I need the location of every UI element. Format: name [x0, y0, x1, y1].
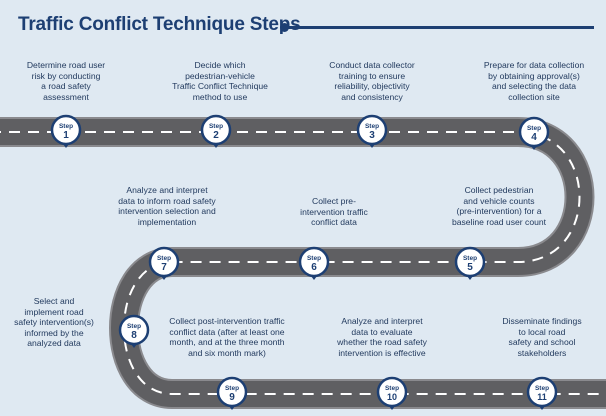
- marker-step-number: 1: [63, 130, 69, 141]
- marker-circle: [216, 376, 248, 408]
- step-7-text: Analyze and interpret data to inform roa…: [118, 185, 216, 227]
- marker-circle: [376, 376, 408, 408]
- title-rule: [284, 26, 594, 29]
- diagram-title: Traffic Conflict Technique Steps: [18, 14, 301, 35]
- marker-step-number: 9: [229, 392, 235, 403]
- marker-step-label: Step: [527, 125, 541, 132]
- marker-step-number: 10: [387, 392, 397, 402]
- step-11-text: Disseminate findings to local road safet…: [502, 316, 582, 358]
- marker-step-label: Step: [463, 255, 477, 262]
- marker-circle: [148, 246, 180, 278]
- marker-step-number: 8: [131, 330, 137, 341]
- marker-circle: [356, 114, 388, 146]
- marker-circle: [298, 246, 330, 278]
- step-4-text: Prepare for data collection by obtaining…: [483, 60, 585, 102]
- marker-step-number: 6: [311, 262, 317, 273]
- marker-circle: [526, 376, 558, 408]
- road-center-dashes: [0, 131, 606, 395]
- marker-circle: [518, 116, 550, 148]
- step-2-text: Decide which pedestrian-vehicle Traffic …: [172, 60, 268, 102]
- marker-step-label: Step: [365, 123, 379, 130]
- marker-circle: [118, 314, 150, 346]
- marker-circle: [50, 114, 82, 146]
- step-6-text: Collect pre- intervention traffic confli…: [300, 196, 368, 228]
- marker-step-label: Step: [385, 385, 399, 392]
- marker-step-label: Step: [157, 255, 171, 262]
- step-9-text: Collect post-intervention traffic confli…: [169, 316, 285, 358]
- marker-step-number: 11: [537, 392, 547, 402]
- marker-circle: [200, 114, 232, 146]
- marker-step-label: Step: [225, 385, 239, 392]
- step-1-text: Determine road user risk by conducting a…: [26, 60, 106, 102]
- marker-step-label: Step: [307, 255, 321, 262]
- step-8-text: Select and implement road safety interve…: [14, 296, 94, 349]
- marker-step-label: Step: [59, 123, 73, 130]
- marker-step-number: 3: [369, 130, 375, 141]
- marker-step-label: Step: [127, 323, 141, 330]
- marker-step-number: 2: [213, 130, 219, 141]
- marker-step-label: Step: [535, 385, 549, 392]
- step-5-text: Collect pedestrian and vehicle counts (p…: [451, 185, 547, 227]
- marker-step-number: 4: [531, 132, 537, 143]
- step-10-text: Analyze and interpret data to evaluate w…: [337, 316, 427, 358]
- step-3-text: Conduct data collector training to ensur…: [329, 60, 415, 102]
- marker-circle: [454, 246, 486, 278]
- marker-step-number: 7: [161, 262, 167, 273]
- marker-step-label: Step: [209, 123, 223, 130]
- marker-step-number: 5: [467, 262, 473, 273]
